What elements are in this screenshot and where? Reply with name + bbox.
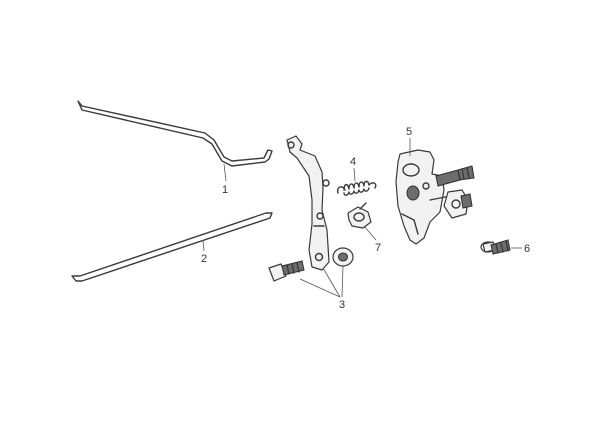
small-bolt	[268, 260, 305, 282]
lever-plate	[286, 135, 330, 271]
clip	[347, 202, 372, 229]
svg-text:2: 2	[201, 253, 207, 265]
callout-5: 5	[406, 126, 412, 156]
rod-upper	[77, 100, 273, 167]
svg-text:4: 4	[350, 156, 356, 168]
coil-spring	[336, 180, 377, 196]
callout-1: 1	[222, 163, 228, 196]
callout-7: 7	[363, 225, 381, 254]
svg-text:1: 1	[222, 184, 228, 196]
svg-text:3: 3	[339, 299, 345, 311]
callout-6: 6	[511, 243, 530, 255]
callout-3: 3	[299, 265, 345, 311]
svg-text:6: 6	[524, 243, 530, 255]
svg-text:7: 7	[375, 242, 381, 254]
rod-lower	[71, 212, 273, 282]
svg-text:5: 5	[406, 126, 412, 138]
flange-bolt	[480, 239, 511, 255]
bracket-assembly	[395, 149, 475, 245]
callout-2: 2	[201, 239, 207, 265]
callout-4: 4	[350, 156, 356, 182]
washer	[332, 247, 354, 267]
